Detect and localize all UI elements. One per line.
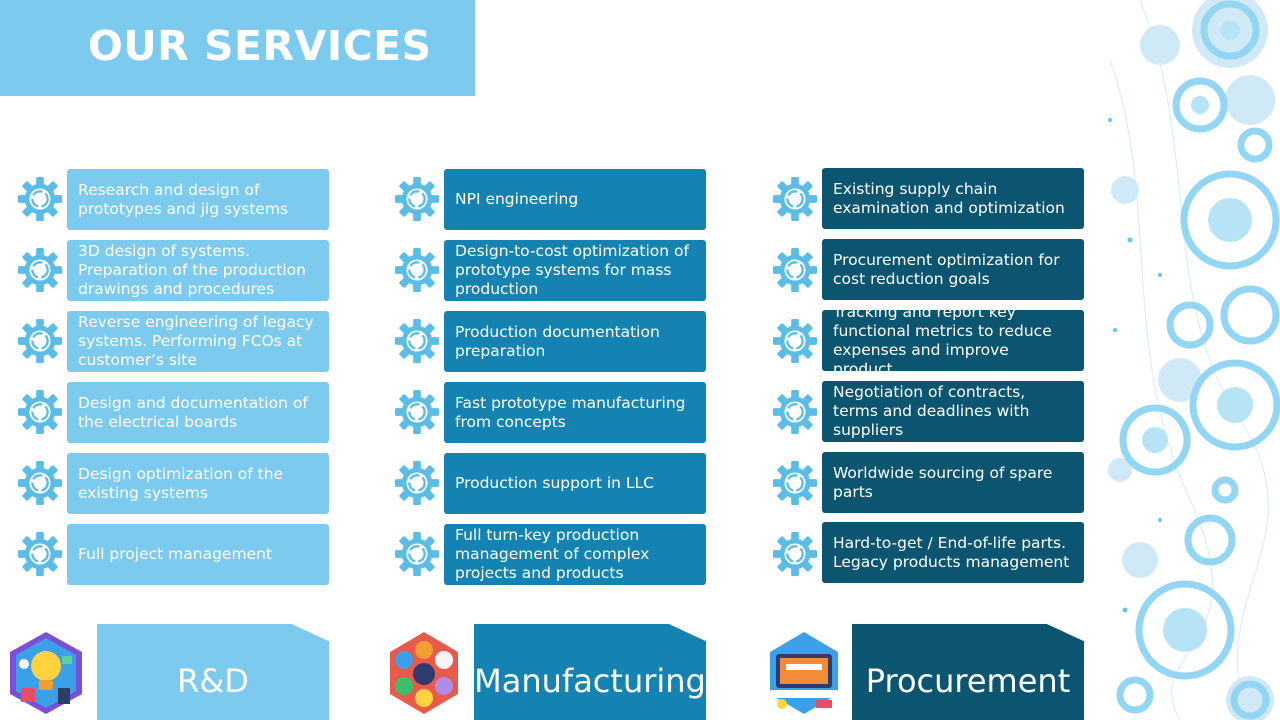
gear-icon bbox=[17, 318, 63, 364]
gear-icon bbox=[772, 531, 818, 577]
service-item: Fast prototype manufacturing from concep… bbox=[444, 382, 706, 443]
gear-icon bbox=[772, 389, 818, 435]
gear-icon bbox=[17, 460, 63, 506]
service-item: Full turn-key production management of c… bbox=[444, 524, 706, 585]
service-item: Reverse engineering of legacy systems. P… bbox=[67, 311, 329, 372]
category-rd: R&D bbox=[97, 624, 329, 720]
gear-icon bbox=[17, 389, 63, 435]
gear-icon bbox=[772, 247, 818, 293]
gear-icon bbox=[772, 176, 818, 222]
service-item: Design-to-cost optimization of prototype… bbox=[444, 240, 706, 301]
service-item: 3D design of systems. Preparation of the… bbox=[67, 240, 329, 301]
gear-icon bbox=[772, 318, 818, 364]
service-item: Design and documentation of the electric… bbox=[67, 382, 329, 443]
gear-icon bbox=[394, 318, 440, 364]
category-manufacturing: Manufacturing bbox=[474, 624, 706, 720]
gear-icon bbox=[394, 247, 440, 293]
gear-icon bbox=[394, 460, 440, 506]
service-item: Production documentation preparation bbox=[444, 311, 706, 372]
service-item: Tracking and report key functional metri… bbox=[822, 303, 1084, 378]
category-procurement: Procurement bbox=[852, 624, 1084, 720]
gear-icon bbox=[772, 460, 818, 506]
gear-icon bbox=[17, 176, 63, 222]
service-item: Existing supply chain examination and op… bbox=[822, 168, 1084, 229]
gear-icon bbox=[394, 531, 440, 577]
gear-icon bbox=[394, 389, 440, 435]
service-item: Full project management bbox=[67, 524, 329, 585]
service-item: Procurement optimization for cost reduct… bbox=[822, 239, 1084, 300]
service-item: NPI engineering bbox=[444, 169, 706, 230]
service-item: Design optimization of the existing syst… bbox=[67, 453, 329, 514]
service-item: Production support in LLC bbox=[444, 453, 706, 514]
service-item: Negotiation of contracts, terms and dead… bbox=[822, 381, 1084, 442]
page-title: OUR SERVICES bbox=[88, 22, 432, 70]
gear-icon bbox=[394, 176, 440, 222]
gear-icon bbox=[17, 531, 63, 577]
manufacturing-hub-icon bbox=[390, 632, 458, 714]
service-item: Hard-to-get / End-of-life parts. Legacy … bbox=[822, 522, 1084, 583]
gear-pattern-icon bbox=[1108, 0, 1280, 720]
procurement-computer-icon bbox=[770, 632, 838, 714]
title-banner: OUR SERVICES bbox=[0, 0, 475, 96]
service-item: Worldwide sourcing of spare parts bbox=[822, 452, 1084, 513]
lightbulb-innovation-icon bbox=[10, 632, 82, 714]
service-item: Research and design of prototypes and ji… bbox=[67, 169, 329, 230]
gear-icon bbox=[17, 247, 63, 293]
